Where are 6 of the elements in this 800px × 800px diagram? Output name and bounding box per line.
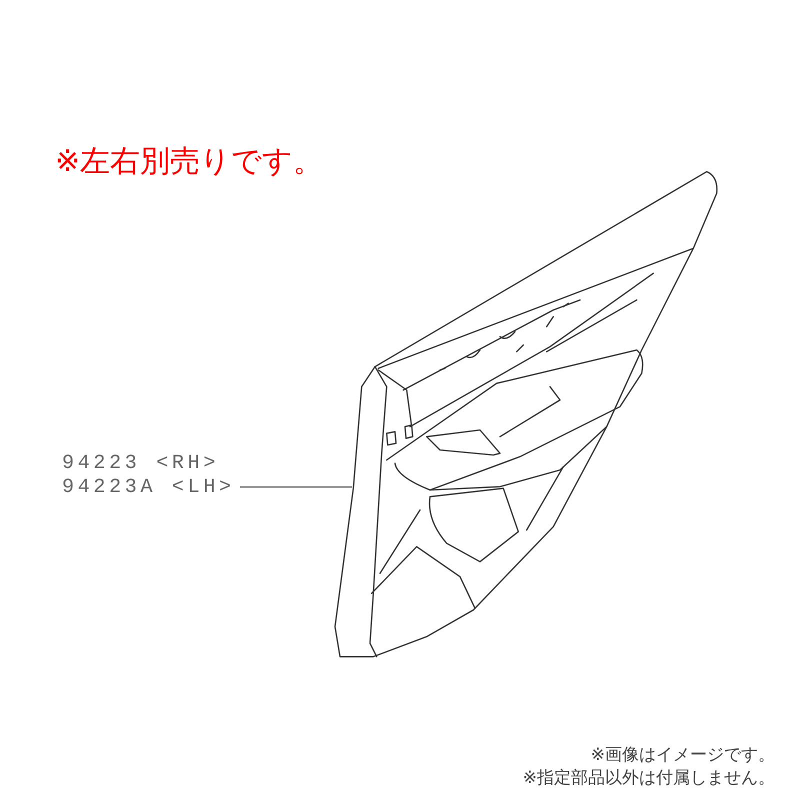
leader-line [240, 486, 352, 488]
note-text: ※指定部品以外は付属しません。 [522, 767, 775, 790]
part-number: 94223 <RH> [62, 452, 220, 476]
note-text: ※画像はイメージです。 [590, 744, 775, 766]
note-text: ※左右別売りです。 [55, 143, 324, 181]
part-number: 94223A <LH> [62, 476, 236, 500]
